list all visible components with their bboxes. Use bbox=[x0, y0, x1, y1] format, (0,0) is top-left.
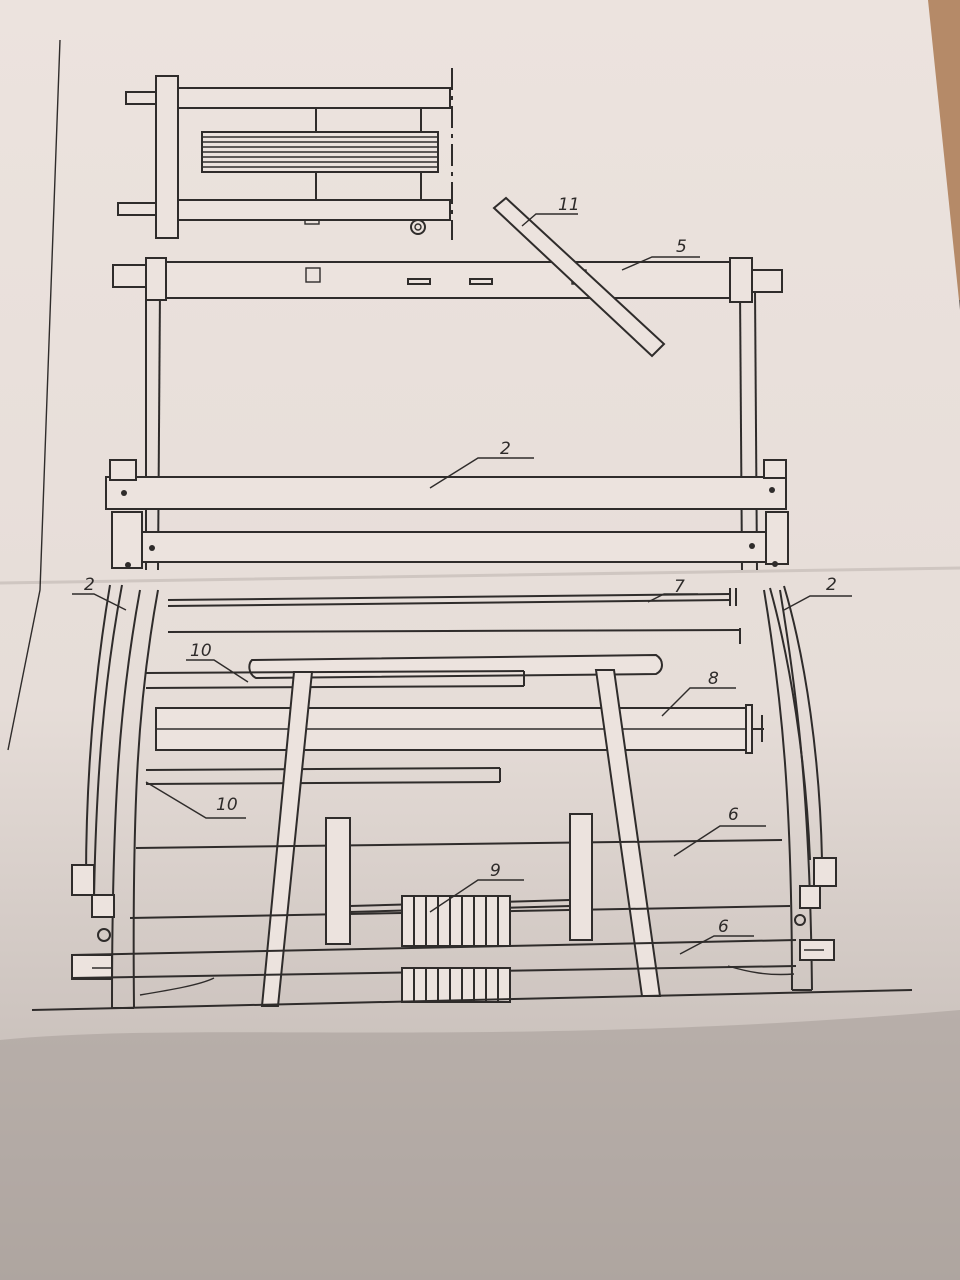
callout-2-right: 2 bbox=[826, 575, 837, 595]
callout-10-bottom: 10 bbox=[216, 795, 238, 815]
callout-7: 7 bbox=[674, 577, 685, 597]
callout-8: 8 bbox=[708, 669, 719, 689]
paper-border-line bbox=[7, 39, 61, 751]
callout-5: 5 bbox=[676, 237, 687, 257]
callout-6-top: 6 bbox=[728, 805, 739, 825]
callout-labels: 11 5 2 2 2 7 10 8 10 6 9 6 bbox=[84, 195, 837, 937]
paper-fold bbox=[0, 566, 960, 585]
callout-2-top: 2 bbox=[500, 439, 511, 459]
loom-front-view bbox=[31, 196, 913, 1011]
callout-11: 11 bbox=[558, 195, 580, 215]
callout-leaders bbox=[72, 213, 852, 955]
callout-2-left: 2 bbox=[84, 575, 95, 595]
callout-6-bottom: 6 bbox=[718, 917, 729, 937]
side-view bbox=[117, 68, 453, 240]
shadow-area bbox=[0, 1010, 960, 1280]
callout-10-top: 10 bbox=[190, 641, 212, 661]
callout-9: 9 bbox=[490, 861, 501, 881]
